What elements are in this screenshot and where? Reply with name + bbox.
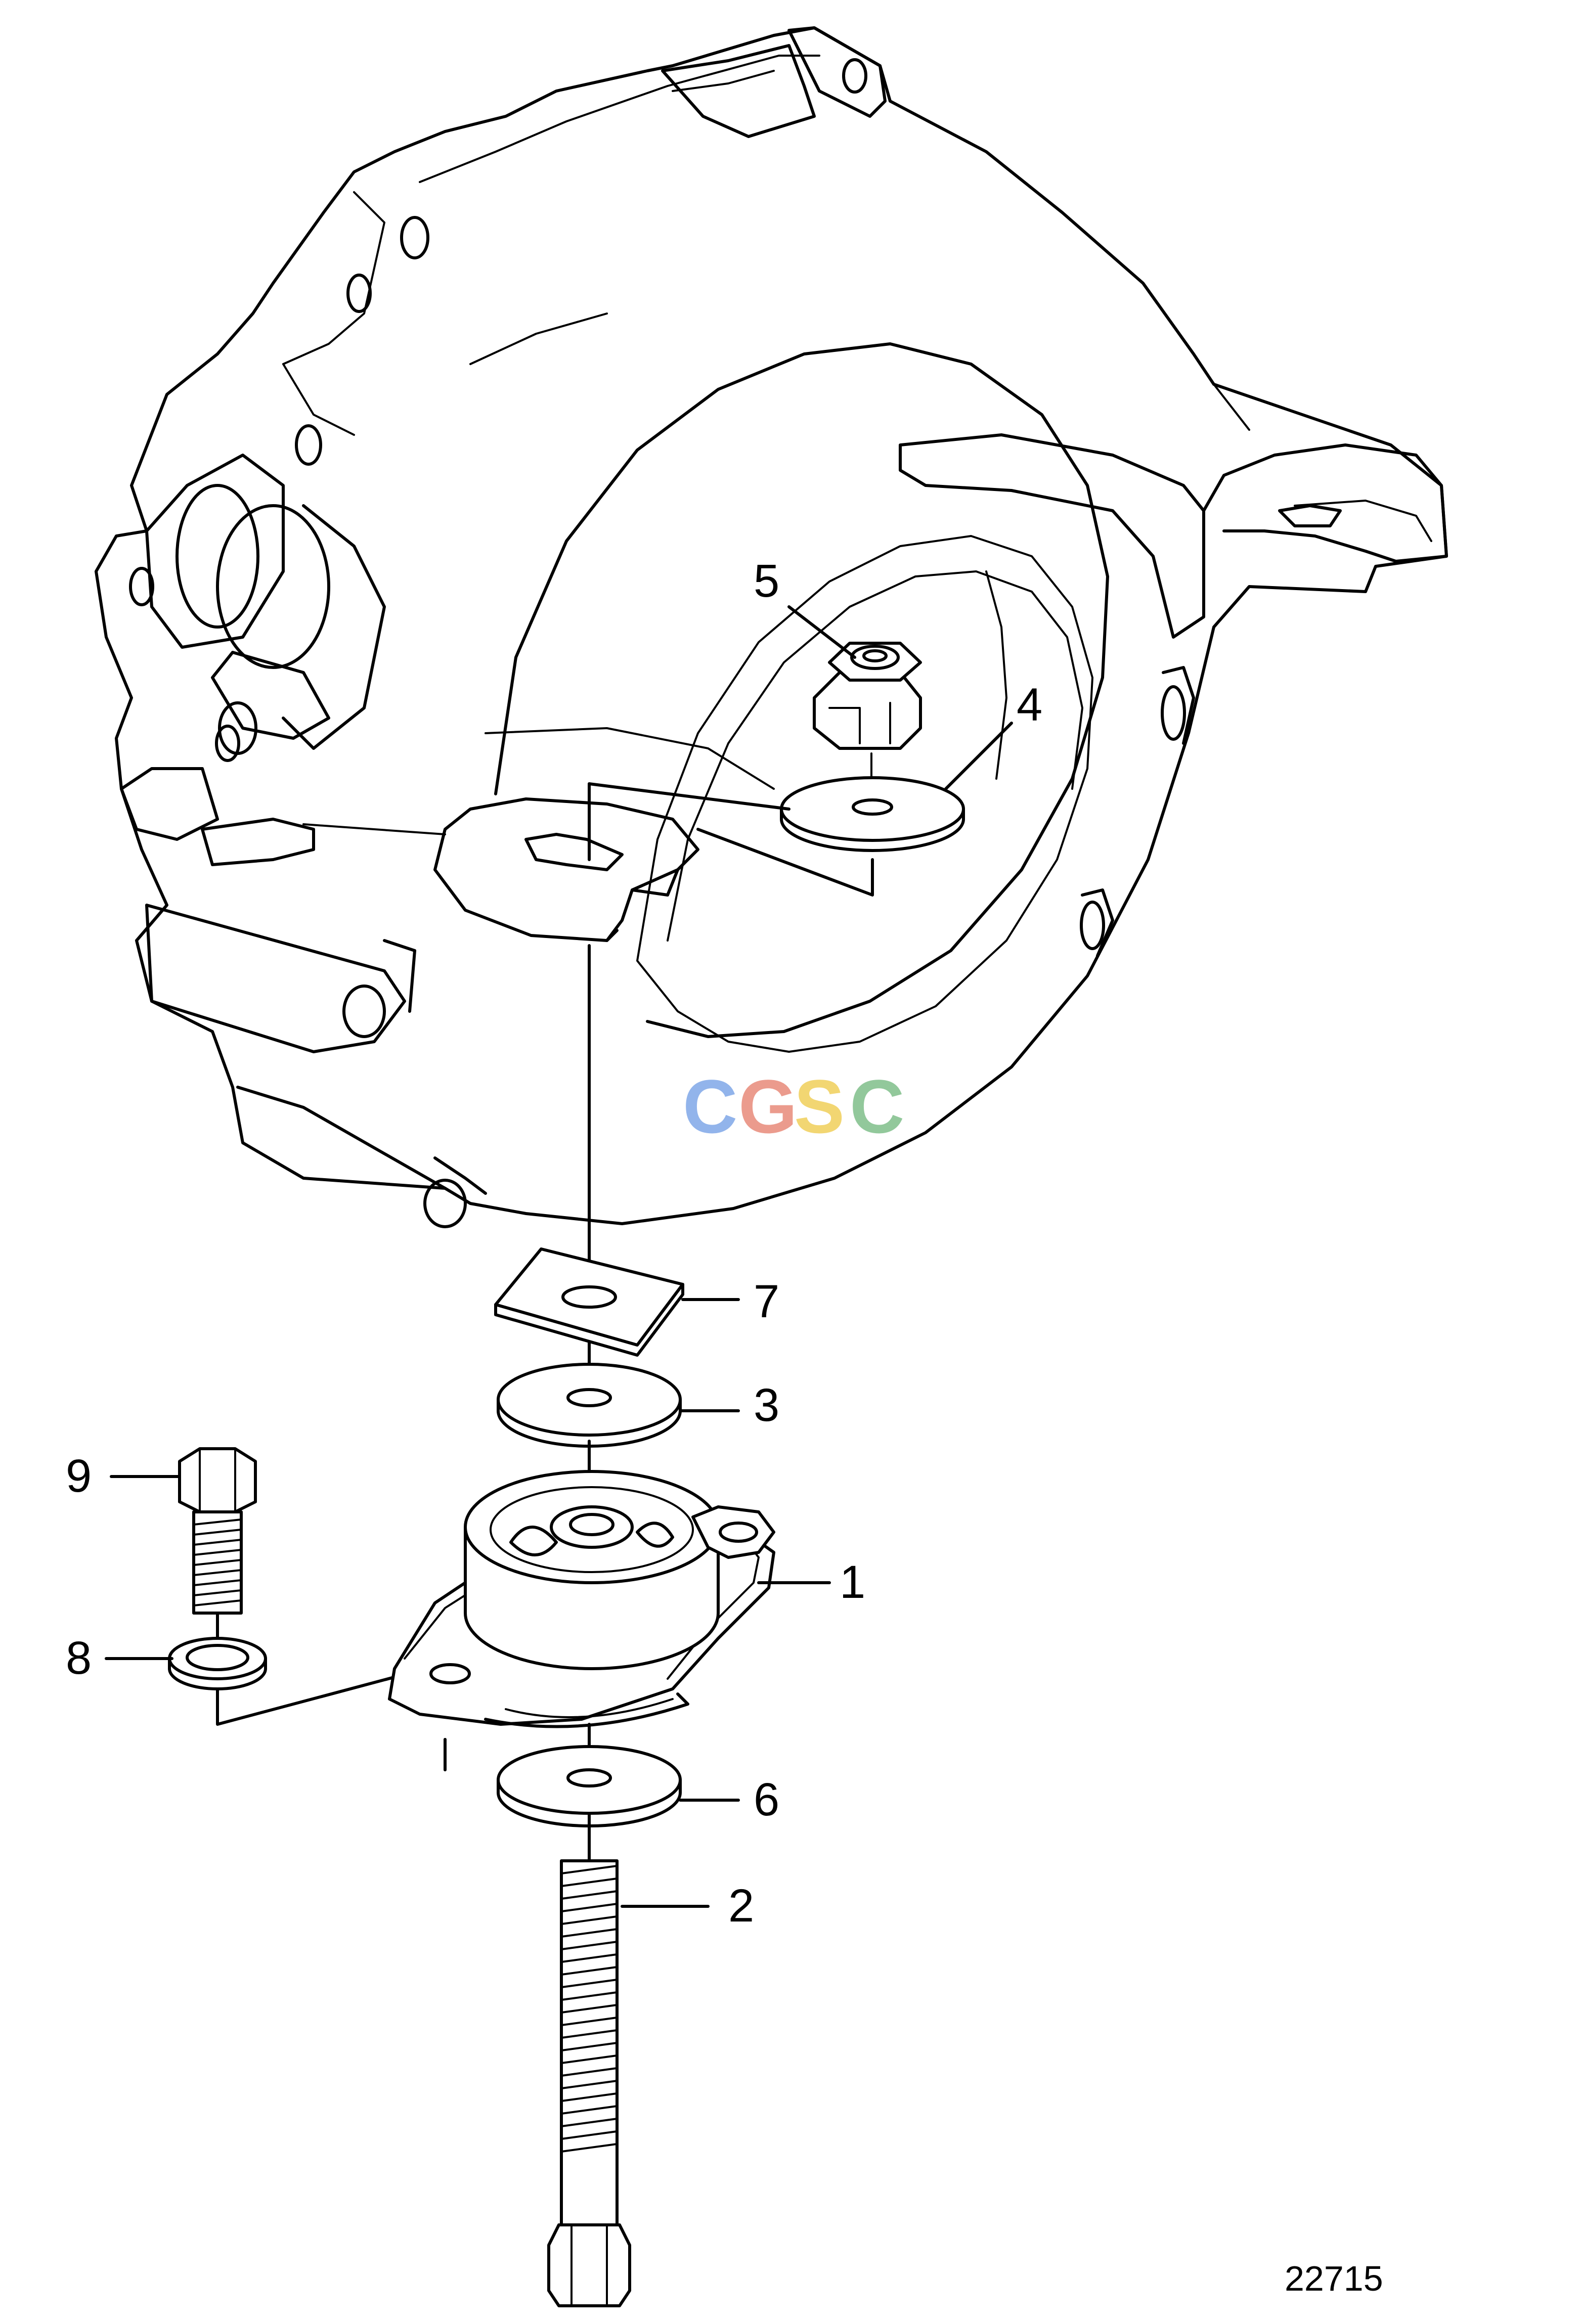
- part-8-spring-washer: [168, 1637, 267, 1690]
- callout-1: 1: [840, 1556, 865, 1608]
- bolt-2-threads: [560, 1865, 618, 2153]
- flywheel-housing: [95, 26, 1448, 1228]
- part-2-long-hex-bolt: [547, 1859, 631, 2307]
- callout-2: 2: [728, 1880, 754, 1932]
- callout-labels: 5 4 7 3 1 6 2 9 8: [66, 555, 1042, 1932]
- watermark-letter: C: [683, 1064, 737, 1149]
- part-5-lock-nut: [813, 642, 922, 795]
- callout-3: 3: [754, 1379, 779, 1431]
- callout-leaders: [105, 605, 1013, 1908]
- callout-5: 5: [754, 555, 779, 607]
- part-7-square-plate: [494, 1247, 684, 1357]
- part-6-washer: [497, 1745, 682, 1827]
- figure-reference-number: 22715: [1285, 2259, 1383, 2298]
- bolt-9-threads: [193, 1518, 242, 1606]
- part-3-washer: [497, 1363, 682, 1448]
- callout-8: 8: [66, 1632, 92, 1684]
- part-4-washer: [780, 776, 965, 852]
- part-1-engine-mount: [388, 1470, 775, 1771]
- callout-6: 6: [754, 1774, 779, 1825]
- callout-9: 9: [66, 1450, 92, 1502]
- watermark-letter: G: [738, 1064, 798, 1149]
- part-9-hex-bolt: [178, 1447, 257, 1615]
- callout-4: 4: [1017, 679, 1042, 731]
- cgsc-watermark: C G S C: [683, 1064, 904, 1149]
- callout-7: 7: [754, 1276, 779, 1327]
- watermark-letter: S: [794, 1064, 845, 1149]
- watermark-letter: C: [850, 1064, 904, 1149]
